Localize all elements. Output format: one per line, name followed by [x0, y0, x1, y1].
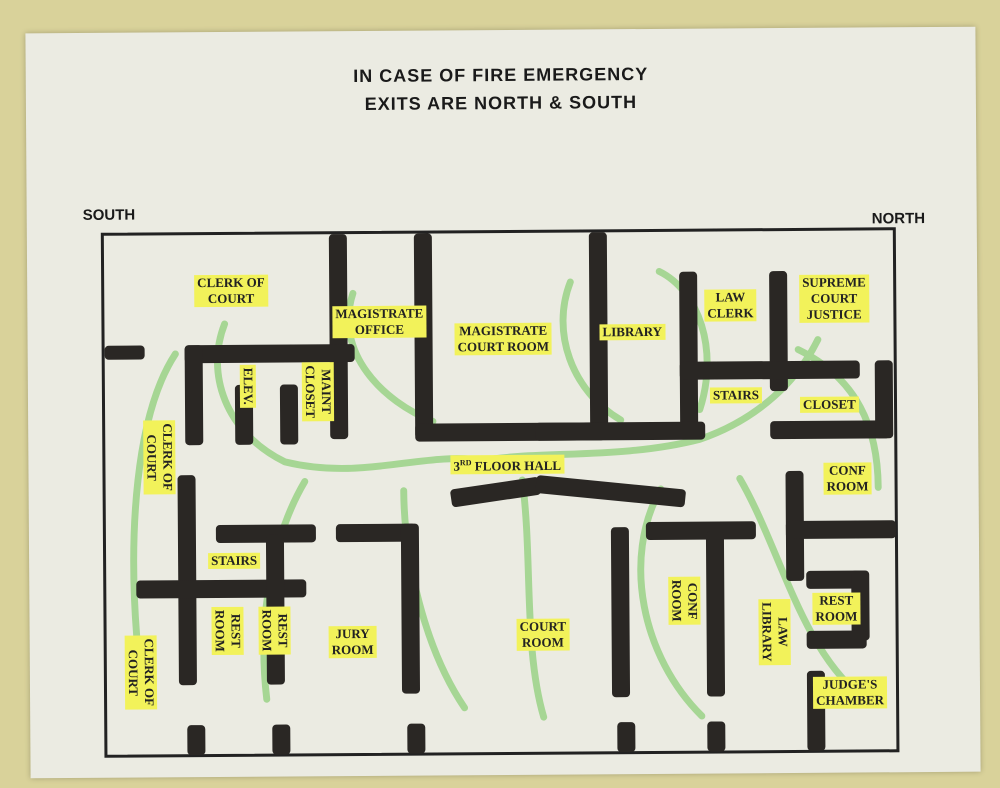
room-judges-chamber: JUDGE'S CHAMBER [812, 676, 888, 709]
route-hall-east [479, 336, 822, 464]
wall [279, 384, 299, 445]
room-court-room: COURT ROOM [516, 618, 570, 651]
fire-notice-line-1: IN CASE OF FIRE EMERGENCY [353, 63, 649, 87]
wall [679, 271, 699, 437]
room-conf-room-mid: CONF ROOM [668, 576, 701, 625]
north-label: NORTH [871, 210, 926, 228]
room-clerk-of-court-left: CLERK OF COURT [143, 420, 176, 495]
room-rest-room-right: REST ROOM [812, 592, 861, 625]
room-law-library: LAW LIBRARY [758, 598, 791, 665]
wall [407, 723, 426, 754]
wall [610, 527, 631, 698]
room-stairs-south: STAIRS [208, 552, 261, 570]
wall [705, 531, 726, 697]
floor-plan: CLERK OF COURT MAGISTRATE OFFICE MAGISTR… [100, 227, 900, 758]
south-label: SOUTH [82, 206, 136, 224]
wall [535, 421, 706, 441]
wall [679, 360, 860, 380]
room-supreme-court-justice: SUPREME COURT JUSTICE [799, 274, 870, 323]
room-library: LIBRARY [599, 323, 666, 341]
room-stairs-north: STAIRS [709, 387, 763, 404]
floor-hall-text: FLOOR HALL [471, 457, 562, 474]
room-jury-room: JURY ROOM [328, 625, 377, 659]
wall [187, 725, 206, 756]
room-maint-closet: MAINT CLOSET [301, 362, 335, 422]
wall [104, 345, 145, 360]
wall [645, 521, 756, 541]
room-rest-room-b: REST ROOM [258, 606, 291, 655]
room-law-clerk: LAW CLERK [704, 289, 757, 322]
fire-notice-line-2: EXITS ARE NORTH & SOUTH [364, 92, 638, 114]
wall [806, 630, 867, 649]
floor-hall-sup: RD [459, 458, 472, 468]
route-south-upper [130, 350, 179, 655]
wall [400, 523, 421, 694]
route-court [518, 476, 548, 721]
room-conf-room-right: CONF ROOM [823, 462, 872, 495]
wall [707, 721, 726, 752]
wall [535, 474, 687, 508]
wall [272, 724, 291, 755]
room-clerk-of-court-bottom: CLERK OF COURT [124, 635, 158, 710]
wall [184, 344, 355, 364]
wall [617, 722, 636, 753]
evacuation-map-sheet: IN CASE OF FIRE EMERGENCY EXITS ARE NORT… [25, 26, 981, 779]
room-clerk-of-court-top: CLERK OF COURT [194, 274, 268, 308]
room-3rd-floor-hall: 3RD FLOOR HALL [450, 454, 565, 475]
wall [874, 360, 894, 439]
wall [184, 345, 204, 446]
wall [449, 476, 542, 508]
wall [770, 420, 891, 440]
wall [785, 520, 896, 540]
room-rest-room-a: REST ROOM [211, 606, 244, 655]
room-magistrate-office: MAGISTRATE OFFICE [332, 305, 427, 339]
room-elevator: ELEV. [239, 364, 257, 408]
room-magistrate-court-room: MAGISTRATE COURT ROOM [454, 322, 553, 356]
room-closet: CLOSET [799, 396, 859, 413]
